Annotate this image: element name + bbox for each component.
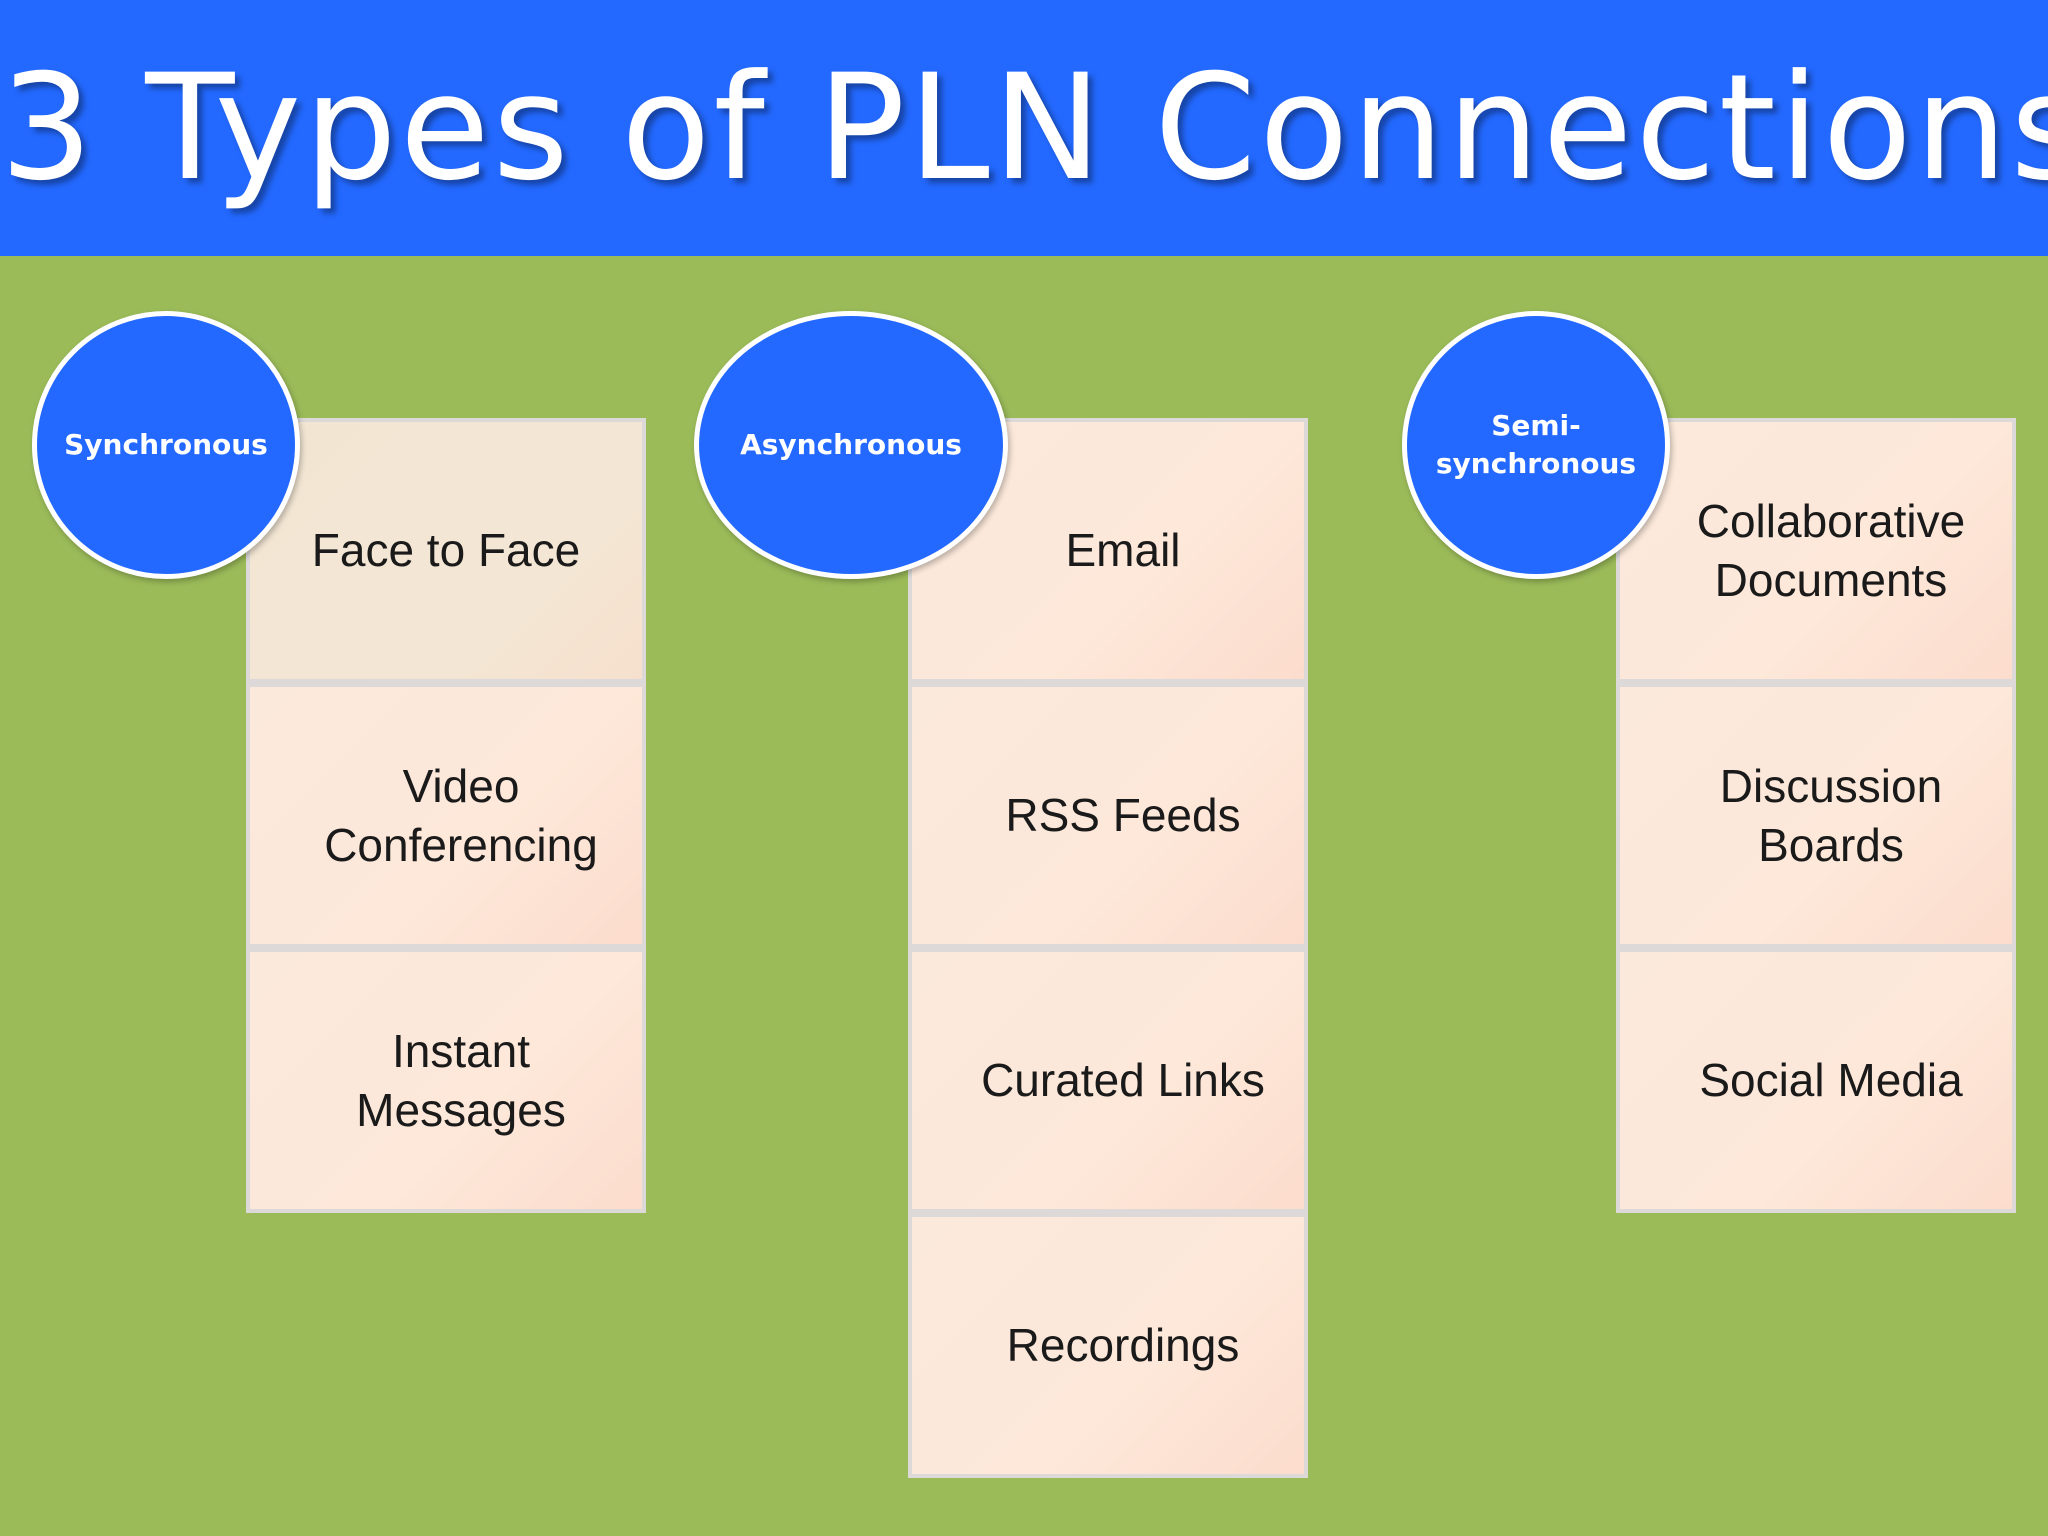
heading-circle-synchronous: Synchronous bbox=[32, 311, 300, 579]
item-label: Email bbox=[1065, 524, 1181, 576]
item-label: Social Media bbox=[1699, 1054, 1963, 1106]
title-bar: 3 Types of PLN Connections bbox=[0, 0, 2048, 256]
slide-title: 3 Types of PLN Connections bbox=[0, 43, 2048, 213]
item-label: Collaborative Documents bbox=[1696, 494, 1966, 606]
heading-circle-semi-synchronous: Semi- synchronous bbox=[1402, 311, 1670, 579]
item-label: Curated Links bbox=[981, 1054, 1265, 1106]
column-asynchronous: Email RSS Feeds Curated Links Recordings bbox=[908, 418, 1308, 1483]
item-label: Instant Messages bbox=[356, 1024, 566, 1136]
item-box: Social Media bbox=[1616, 948, 2016, 1213]
heading-label: Semi- synchronous bbox=[1435, 409, 1637, 480]
item-label: Face to Face bbox=[311, 524, 581, 576]
item-box: Instant Messages bbox=[246, 948, 646, 1213]
item-box: Discussion Boards bbox=[1616, 683, 2016, 948]
item-label: Recordings bbox=[1006, 1319, 1240, 1371]
column-synchronous: Face to Face Video Conferencing Instant … bbox=[246, 418, 646, 1218]
item-box: Recordings bbox=[908, 1213, 1308, 1478]
item-box: Curated Links bbox=[908, 948, 1308, 1213]
item-box: RSS Feeds bbox=[908, 683, 1308, 948]
heading-label: Synchronous bbox=[64, 428, 268, 461]
item-box: Collaborative Documents bbox=[1616, 418, 2016, 683]
heading-circle-asynchronous: Asynchronous bbox=[694, 311, 1008, 579]
item-label: Discussion Boards bbox=[1719, 759, 1943, 871]
item-label: Video Conferencing bbox=[324, 759, 598, 871]
heading-label: Asynchronous bbox=[740, 428, 962, 461]
item-box: Video Conferencing bbox=[246, 683, 646, 948]
item-box: Face to Face bbox=[246, 418, 646, 683]
column-semi-synchronous: Collaborative Documents Discussion Board… bbox=[1616, 418, 2016, 1218]
item-label: RSS Feeds bbox=[1005, 789, 1241, 841]
